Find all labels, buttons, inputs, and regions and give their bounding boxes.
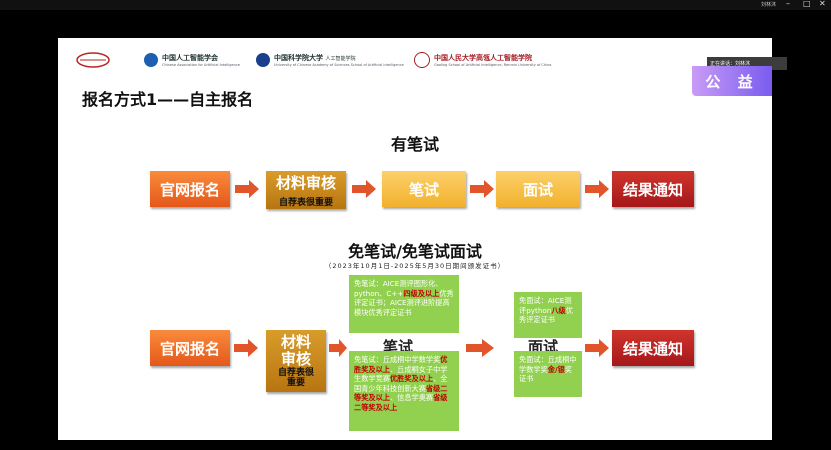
g2-text-a: 免笔试：丘成桐中学数学奖 bbox=[354, 355, 441, 364]
arrow-icon bbox=[235, 180, 259, 198]
maximize-button[interactable]: □ bbox=[803, 0, 811, 8]
arrow-icon bbox=[585, 180, 609, 198]
speaker-name-top: 刘林沐 bbox=[760, 2, 776, 8]
step-review: 材料审核 自荐表很重要 bbox=[266, 171, 346, 209]
step2-register: 官网报名 bbox=[150, 330, 230, 366]
g3-text-c: 优秀评定证书 bbox=[519, 305, 573, 325]
window-titlebar: 刘林沐 – □ ✕ bbox=[0, 0, 831, 10]
ruc-emblem-icon bbox=[414, 52, 430, 68]
step-interview-label: 面试 bbox=[522, 180, 553, 199]
g2-text-b: 优胜奖及以上 bbox=[354, 355, 448, 374]
g3-text-a: 免面试：AICE测评python bbox=[519, 296, 572, 315]
exempt-written-competition-box: 免笔试：丘成桐中学数学奖优胜奖及以上、丘成桐女子中学生数学竞赛优胜奖及以上、全国… bbox=[349, 351, 459, 431]
speaking-label: 正在讲话：刘林沐 bbox=[710, 61, 751, 67]
slide-title: 报名方式1——自主报名 bbox=[82, 90, 254, 109]
ucas-emblem-icon bbox=[256, 53, 270, 67]
step-interview: 面试 bbox=[496, 171, 580, 207]
g2-text-g: 、信息学奥赛 bbox=[389, 393, 434, 402]
g2-text-d: 优胜奖及以上 bbox=[389, 374, 434, 383]
exempt-interview-math-box: 免面试：丘成桐中学数学奖金/银奖证书 bbox=[514, 351, 582, 397]
arrow-icon bbox=[470, 180, 494, 198]
arrow-icon bbox=[466, 339, 494, 357]
close-button[interactable]: ✕ bbox=[819, 0, 826, 8]
ruc-name: 中国人民大学高瓴人工智能学院 bbox=[434, 54, 532, 62]
arrow-icon bbox=[329, 339, 347, 357]
g3-text-b: 八级 bbox=[551, 305, 566, 315]
ucas-extra: 人工智能学院 bbox=[325, 56, 356, 62]
caai-emblem-icon bbox=[144, 53, 158, 67]
arrow-icon bbox=[352, 180, 376, 198]
step2-register-label: 官网报名 bbox=[159, 339, 220, 358]
arrow-icon bbox=[234, 339, 258, 357]
g2-text-e: 、全国青少年科技创新大赛 bbox=[354, 374, 448, 393]
exempt-interview-aice-box: 免面试：AICE测评python八级优秀评定证书 bbox=[514, 292, 582, 338]
step2-result: 结果通知 bbox=[612, 330, 694, 366]
step2-review: 材料 审核 自荐表很 重要 bbox=[266, 330, 326, 392]
g1-text-b: 四级及以上 bbox=[403, 288, 440, 298]
section2-date-range: （2023年10月1日-2025年5月30日期间颁发证书） bbox=[324, 262, 506, 270]
step-review-sub: 自荐表很重要 bbox=[278, 198, 333, 208]
step-register: 官网报名 bbox=[150, 171, 230, 207]
caai-sub: Chinese Association for Artificial Intel… bbox=[162, 63, 240, 67]
step2-review-line2: 审核 bbox=[280, 350, 311, 368]
step2-review-sub2: 重要 bbox=[286, 378, 305, 388]
g4-text-a: 免面试：丘成桐中学数学奖 bbox=[519, 355, 577, 374]
step2-result-label: 结果通知 bbox=[622, 339, 683, 358]
minimize-button[interactable]: – bbox=[786, 0, 790, 8]
g2-text-c: 、丘成桐女子中学生数学竞赛 bbox=[354, 364, 448, 384]
step-written-label: 笔试 bbox=[408, 180, 439, 199]
exempt-written-aice-box: 免笔试：AICE测评图形化、python、C++四级及以上优秀评定证书；AICE… bbox=[349, 275, 459, 333]
gongyi-badge: 公 益 bbox=[692, 66, 772, 96]
g2-text-h: 省级二等奖及以上 bbox=[354, 393, 448, 412]
ucas-name: 中国科学院大学 bbox=[274, 54, 323, 62]
step2-review-sub1: 自荐表很 bbox=[277, 368, 314, 378]
g1-text-c: 优秀评定证书；AICE测评进阶提高模块优秀评定证书 bbox=[354, 288, 454, 317]
arrow-icon bbox=[585, 339, 609, 357]
g2-text-f: 省级二等奖及以上 bbox=[354, 383, 448, 403]
caa-emblem-icon bbox=[76, 52, 110, 68]
step-result: 结果通知 bbox=[612, 171, 694, 207]
step-review-label: 材料审核 bbox=[275, 174, 336, 192]
g1-text-a: 免笔试：AICE测评图形化、python、C++ bbox=[354, 279, 443, 298]
g4-text-b: 金/银 bbox=[547, 364, 565, 374]
section2-title: 免笔试/免笔试面试 bbox=[348, 242, 482, 261]
step-register-label: 官网报名 bbox=[159, 180, 220, 199]
g4-text-c: 奖证书 bbox=[519, 364, 572, 384]
ruc-sub: Gaoling School of Artificial Intelligenc… bbox=[434, 63, 552, 67]
step-written: 笔试 bbox=[382, 171, 466, 207]
step2-review-line1: 材料 bbox=[280, 333, 311, 351]
step-result-label: 结果通知 bbox=[622, 180, 683, 199]
caa-logo bbox=[76, 50, 110, 70]
ucas-sub: University of Chinese Academy of Science… bbox=[274, 63, 404, 67]
caai-name: 中国人工智能学会 bbox=[162, 54, 218, 62]
section1-title: 有笔试 bbox=[390, 135, 439, 154]
